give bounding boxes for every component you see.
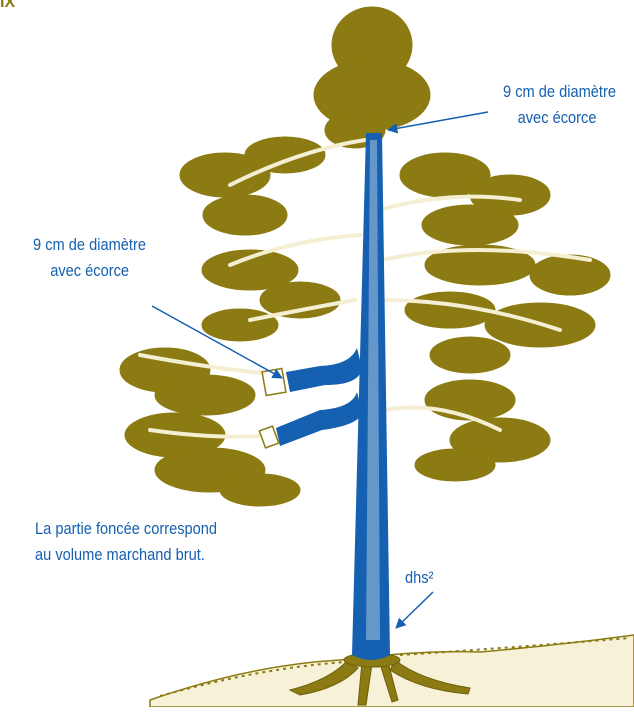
stump-label: dhs² xyxy=(405,568,434,587)
side-branch-label: 9 cm de diamètre avec écorce xyxy=(33,232,146,284)
top-branch-label-line2: avec écorce xyxy=(517,108,597,127)
top-branch-label: 9 cm de diamètre avec écorce xyxy=(503,79,616,131)
arrow-stump xyxy=(395,591,434,629)
side-branch-label-line2: avec écorce xyxy=(50,261,130,280)
foliage xyxy=(119,6,611,507)
top-branch-label-line1: 9 cm de diamètre xyxy=(503,82,616,101)
side-branch-label-line1: 9 cm de diamètre xyxy=(33,235,146,254)
volume-note-line2: au volume marchand brut. xyxy=(35,545,205,564)
merchantable-stem xyxy=(258,133,390,660)
arrow-top-branch xyxy=(386,111,489,134)
annotation-arrows xyxy=(151,111,489,629)
volume-note-line1: La partie foncée correspond xyxy=(35,519,218,538)
corner-fragment: IX xyxy=(0,0,16,11)
volume-note: La partie foncée correspond au volume ma… xyxy=(35,516,217,568)
arrow-side-branch xyxy=(151,305,283,379)
